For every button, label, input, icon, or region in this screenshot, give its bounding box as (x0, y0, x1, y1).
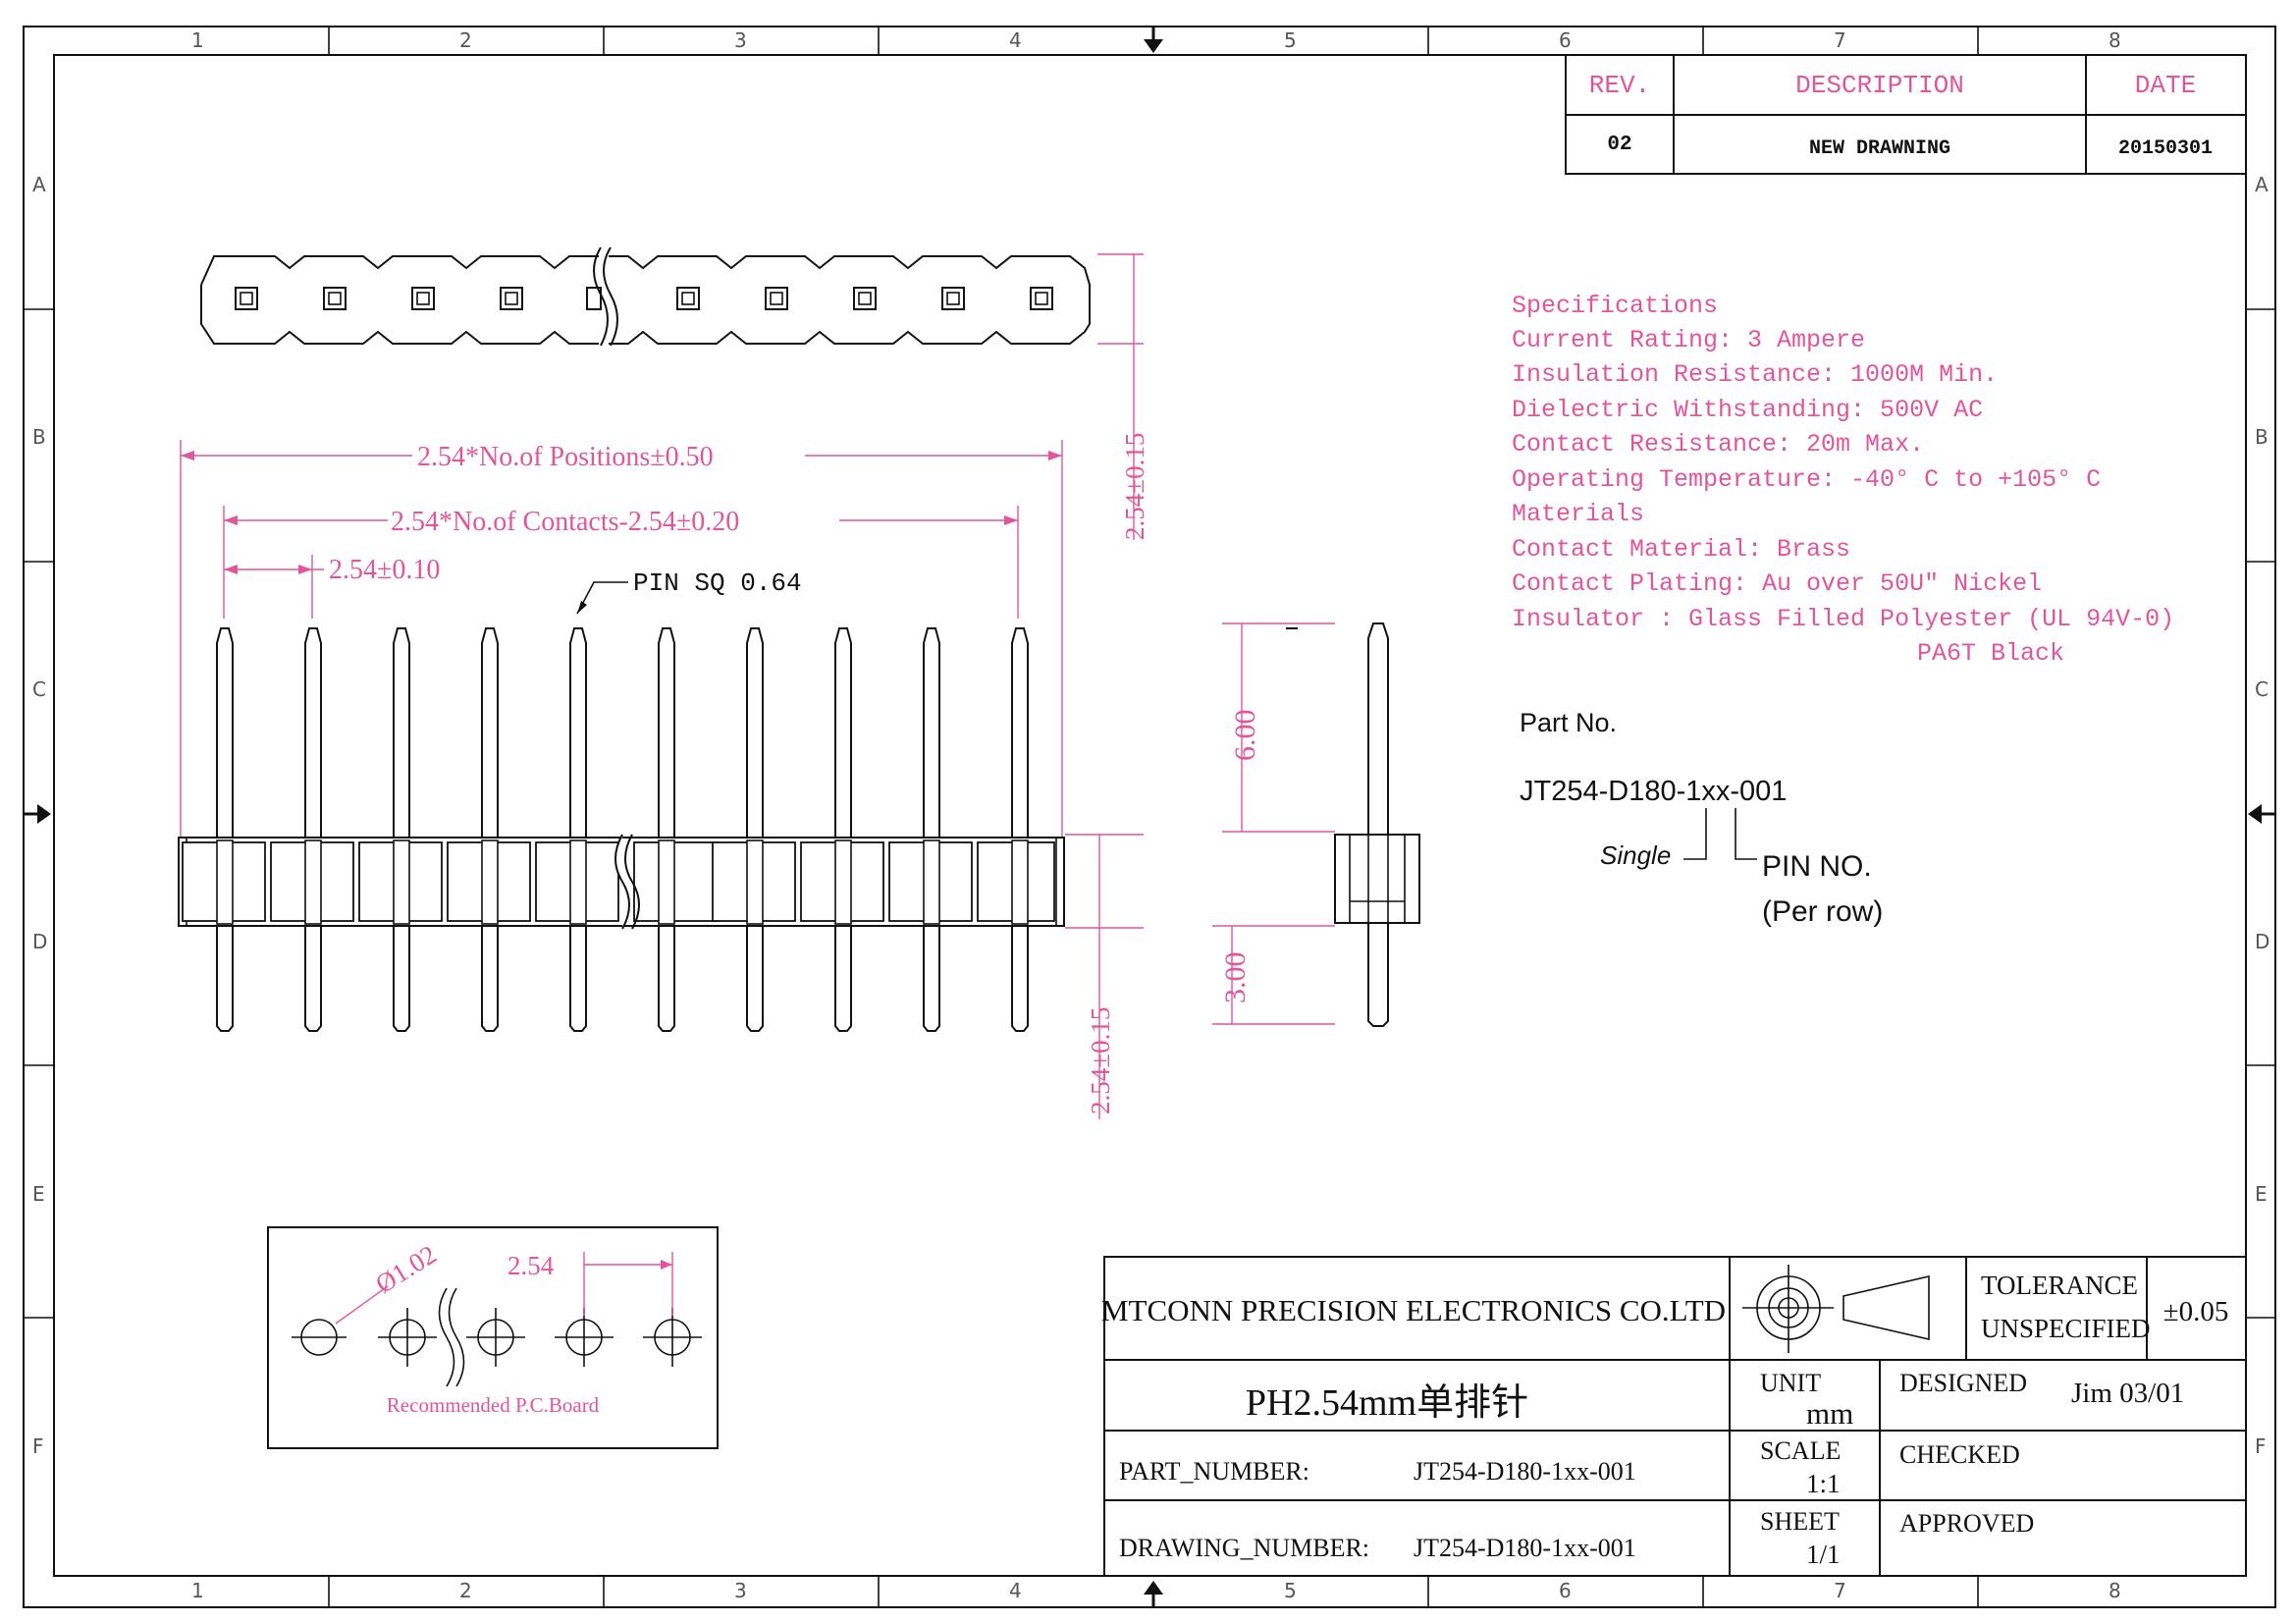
col-label-bottom: 6 (1559, 1579, 1572, 1602)
side-view (1212, 622, 1420, 1027)
row-label-left: F (32, 1434, 44, 1458)
spec-line: Specifications (1512, 292, 1718, 320)
per-row-label: (Per row) (1762, 895, 1883, 928)
col-label-top: 1 (191, 28, 204, 52)
unspecified-label: UNSPECIFIED (1981, 1314, 2151, 1343)
part-no-heading: Part No. (1520, 708, 1617, 737)
lower-pin-length: 3.00 (1219, 952, 1252, 1004)
top-view-strip (200, 246, 1091, 347)
drawing-number-label: DRAWING_NUMBER: (1119, 1534, 1369, 1562)
zone-dividers (24, 27, 2275, 1607)
outer-frame (23, 26, 2276, 1608)
tolerance-label: TOLERANCE (1981, 1271, 2138, 1300)
col-label-bottom: 8 (2109, 1579, 2121, 1602)
row-label-left: C (32, 677, 46, 701)
single-label: Single (1600, 840, 1671, 870)
row-label-right: E (2255, 1182, 2268, 1206)
pcb-layout (267, 1226, 719, 1449)
col-label-bottom: 7 (1834, 1579, 1846, 1602)
row-label-left: E (32, 1182, 45, 1206)
scale-value: 1:1 (1806, 1469, 1841, 1498)
drawing-title: PH2.54mm单排针 (1246, 1382, 1528, 1424)
spec-line: Insulator : Glass Filled Polyester (UL 9… (1512, 605, 2174, 633)
centre-arrows (24, 27, 2275, 1607)
front-view-housing (178, 834, 1065, 930)
unit-value: mm (1806, 1396, 1853, 1431)
spec-line: Contact Material: Brass (1512, 535, 1850, 564)
rev-header: REV. (1589, 71, 1650, 100)
col-label-top: 5 (1284, 28, 1297, 52)
spec-line: Materials (1512, 500, 1644, 528)
pitch-dimension: 2.54±0.10 (329, 555, 440, 585)
spec-line: Dielectric Withstanding: 500V AC (1512, 396, 1983, 424)
part-number-block: Part No. JT254-D180-1xx-001 Single PIN N… (1520, 708, 1883, 928)
sheet-value: 1/1 (1806, 1540, 1841, 1569)
date-header: DATE (2135, 71, 2196, 100)
company-name: MTCONN PRECISION ELECTRONICS CO.LTD (1101, 1293, 1726, 1327)
col-label-bottom: 4 (1009, 1579, 1022, 1602)
spec-line: Operating Temperature: -40° C to +105° C (1512, 465, 2101, 494)
drawing-number-value: JT254-D180-1xx-001 (1414, 1534, 1636, 1562)
description-header: DESCRIPTION (1795, 71, 1964, 100)
pcb-pitch-dimension: 2.54 (507, 1251, 555, 1280)
pcb-caption: Recommended P.C.Board (387, 1393, 600, 1417)
col-label-bottom: 1 (191, 1579, 204, 1602)
col-label-bottom: 3 (734, 1579, 747, 1602)
title-block (1103, 1256, 2247, 1577)
contacts-length-dimension: 2.54*No.of Contacts-2.54±0.20 (391, 507, 739, 537)
row-label-left: D (32, 930, 47, 953)
upper-pin-length: 6.00 (1229, 710, 1261, 762)
pin-no-label: PIN NO. (1762, 850, 1872, 883)
col-label-top: 8 (2109, 28, 2121, 52)
designed-value: Jim 03/01 (2071, 1378, 2184, 1409)
spec-line: Insulation Resistance: 1000M Min. (1512, 360, 1998, 389)
row-label-left: A (32, 173, 46, 196)
rev-value: 02 (1607, 134, 1631, 156)
front-view-pins (216, 627, 1029, 1032)
part-no-code: JT254-D180-1xx-001 (1520, 776, 1787, 807)
part-number-value: JT254-D180-1xx-001 (1414, 1457, 1636, 1486)
hole-diameter-dimension: Ø1.02 (370, 1239, 442, 1299)
spec-line: Current Rating: 3 Ampere (1512, 326, 1865, 354)
col-label-top: 7 (1834, 28, 1846, 52)
col-label-top: 4 (1009, 28, 1022, 52)
inner-frame (53, 54, 2247, 1577)
row-label-right: A (2255, 173, 2269, 196)
approved-label: APPROVED (1899, 1509, 2034, 1538)
specifications-block: Specifications Current Rating: 3 Ampere … (1512, 292, 2174, 668)
length-dimension-lines (180, 440, 1063, 839)
description-value: NEW DRAWNING (1809, 137, 1950, 160)
pin-square-callout: PIN SQ 0.64 (633, 568, 802, 598)
overall-length-dimension: 2.54*No.of Positions±0.50 (417, 442, 714, 472)
checked-label: CHECKED (1899, 1440, 2020, 1469)
col-label-top: 3 (734, 28, 747, 52)
date-value: 20150301 (2118, 137, 2213, 160)
top-height-dimension: 2.54±0.15 (1120, 433, 1149, 540)
col-label-top: 6 (1559, 28, 1572, 52)
bottom-height-dimension: 2.54±0.15 (1086, 1007, 1115, 1114)
col-label-top: 2 (459, 28, 472, 52)
col-label-bottom: 2 (459, 1579, 472, 1602)
spec-line: Contact Plating: Au over 50U" Nickel (1512, 569, 2042, 598)
col-label-bottom: 5 (1284, 1579, 1297, 1602)
row-label-right: C (2255, 677, 2269, 701)
unit-label: UNIT (1760, 1369, 1821, 1397)
scale-label: SCALE (1760, 1436, 1841, 1465)
part-number-label: PART_NUMBER: (1119, 1457, 1309, 1486)
sheet-label: SHEET (1760, 1507, 1840, 1536)
height-dimension-lines (1065, 253, 1144, 1119)
revision-table: REV. DESCRIPTION DATE 02 NEW DRAWNING 20… (1565, 54, 2247, 175)
row-label-right: B (2255, 425, 2269, 449)
row-label-right: F (2255, 1434, 2267, 1458)
tolerance-value: ±0.05 (2163, 1296, 2229, 1327)
designed-label: DESIGNED (1899, 1369, 2027, 1397)
row-label-left: B (32, 425, 46, 449)
spec-line: Contact Resistance: 20m Max. (1512, 430, 1924, 459)
spec-line: PA6T Black (1917, 639, 2064, 668)
row-label-right: D (2255, 930, 2269, 953)
